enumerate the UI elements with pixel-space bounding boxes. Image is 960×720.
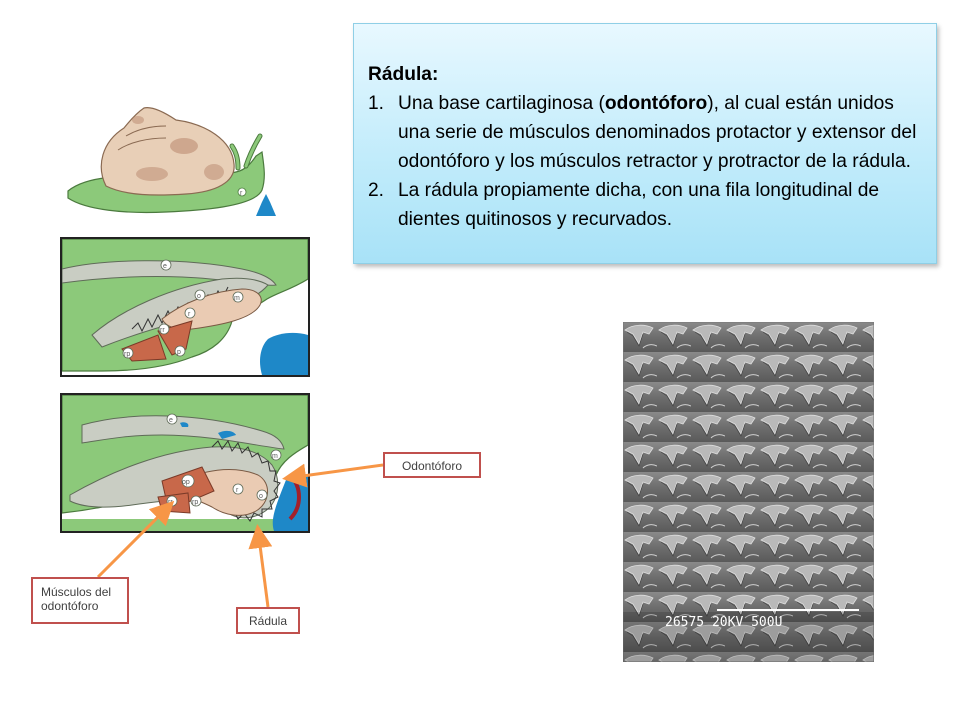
callout-odontoforo: Odontóforo [383,452,481,478]
radula-list-item-2: 2. La rádula propiamente dicha, con una f… [366,176,924,234]
item-1-bold-term: odontóforo [604,93,708,114]
radula-list: 1. Una base cartilaginosa (odontóforo), a… [366,89,924,234]
label-top-p: p [177,349,181,356]
radula-list-item-1: 1. Una base cartilaginosa (odontóforo), a… [366,89,924,176]
label-top-e: e [163,263,167,270]
label-top-r: r [188,311,191,318]
callout-radula: Rádula [236,607,300,634]
label-top-rr: rr [160,327,165,334]
label-bottom-e: e [169,417,173,424]
radula-title: Rádula: [368,64,439,85]
item-2-text: La rádula propiamente dicha, con una fil… [398,180,880,230]
feeding-diagram-protracted: e m op r o rr rp [60,393,310,533]
snail-label-r: r [240,190,243,197]
item-1-text-after: ), al cual están unidos una serie de mús… [398,93,917,172]
callout-musculos: Músculos del odontóforo [31,577,129,624]
list-number: 1. [368,93,385,114]
label-bottom-r: r [236,487,239,494]
feeding-diagram-retracted: e o m r rr rp p [60,237,310,377]
arrow-radula [248,524,273,608]
radula-micrograph: 26575 20KV 500U [623,322,874,662]
label-bottom-rr: rr [168,499,173,506]
label-bottom-op: op [182,479,190,486]
label-bottom-m: m [272,453,278,460]
item-1-text-before: Una base cartilaginosa ( [398,93,605,114]
micrograph-scale-text: 26575 20KV 500U [665,615,782,630]
radula-description-box: Rádula: 1. Una base cartilaginosa (odontó… [353,23,937,264]
label-top-o: o [197,293,201,300]
snail-illustration: r [67,107,276,216]
label-top-m: m [234,295,240,302]
label-top-rp: rp [124,351,130,358]
label-bottom-rp: rp [192,499,198,506]
label-bottom-o: o [259,493,263,500]
list-number: 2. [368,180,385,201]
